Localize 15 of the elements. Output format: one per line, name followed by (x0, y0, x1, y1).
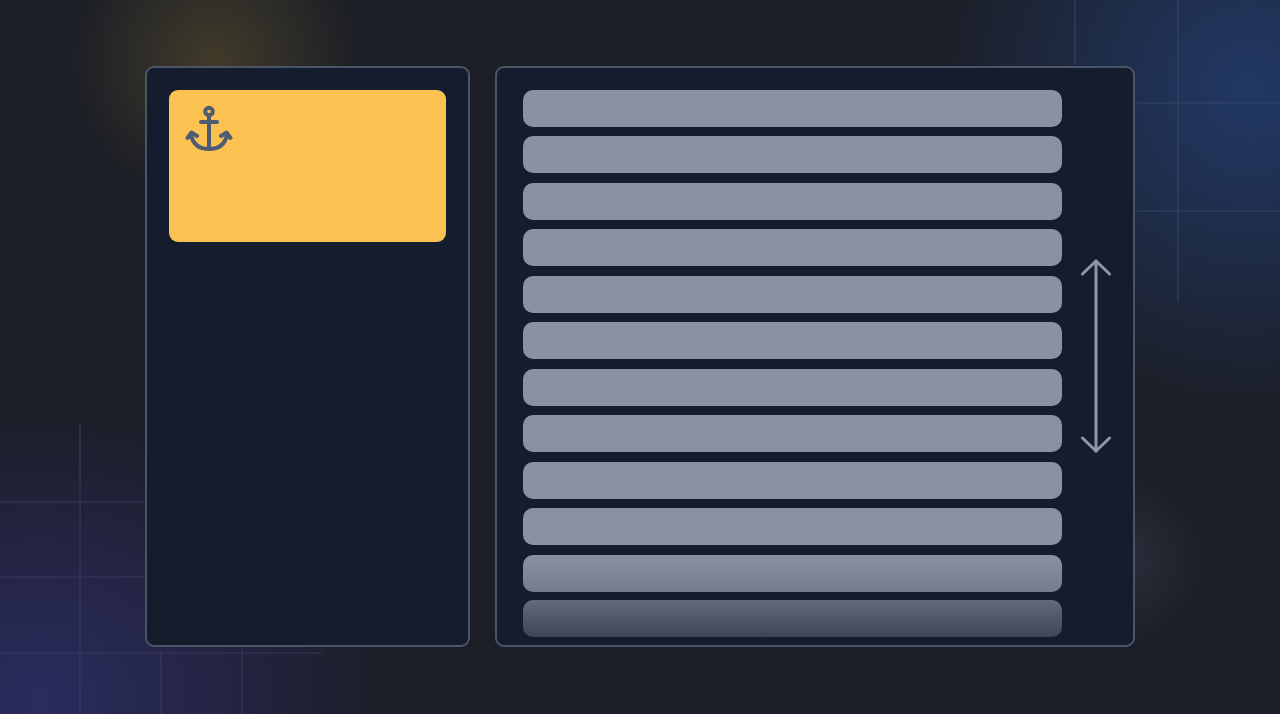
list-row (523, 462, 1062, 499)
panel (145, 66, 470, 647)
list-row (523, 183, 1062, 220)
list-row (523, 369, 1062, 406)
list-row (523, 229, 1062, 266)
list-row (523, 276, 1062, 313)
list-row (523, 90, 1062, 127)
card (169, 90, 446, 242)
list-row (523, 555, 1062, 592)
list-row (523, 415, 1062, 452)
list-row (523, 508, 1062, 545)
list-row (523, 136, 1062, 173)
list-panel (495, 66, 1135, 647)
list-row (523, 600, 1062, 637)
list-row (523, 322, 1062, 359)
